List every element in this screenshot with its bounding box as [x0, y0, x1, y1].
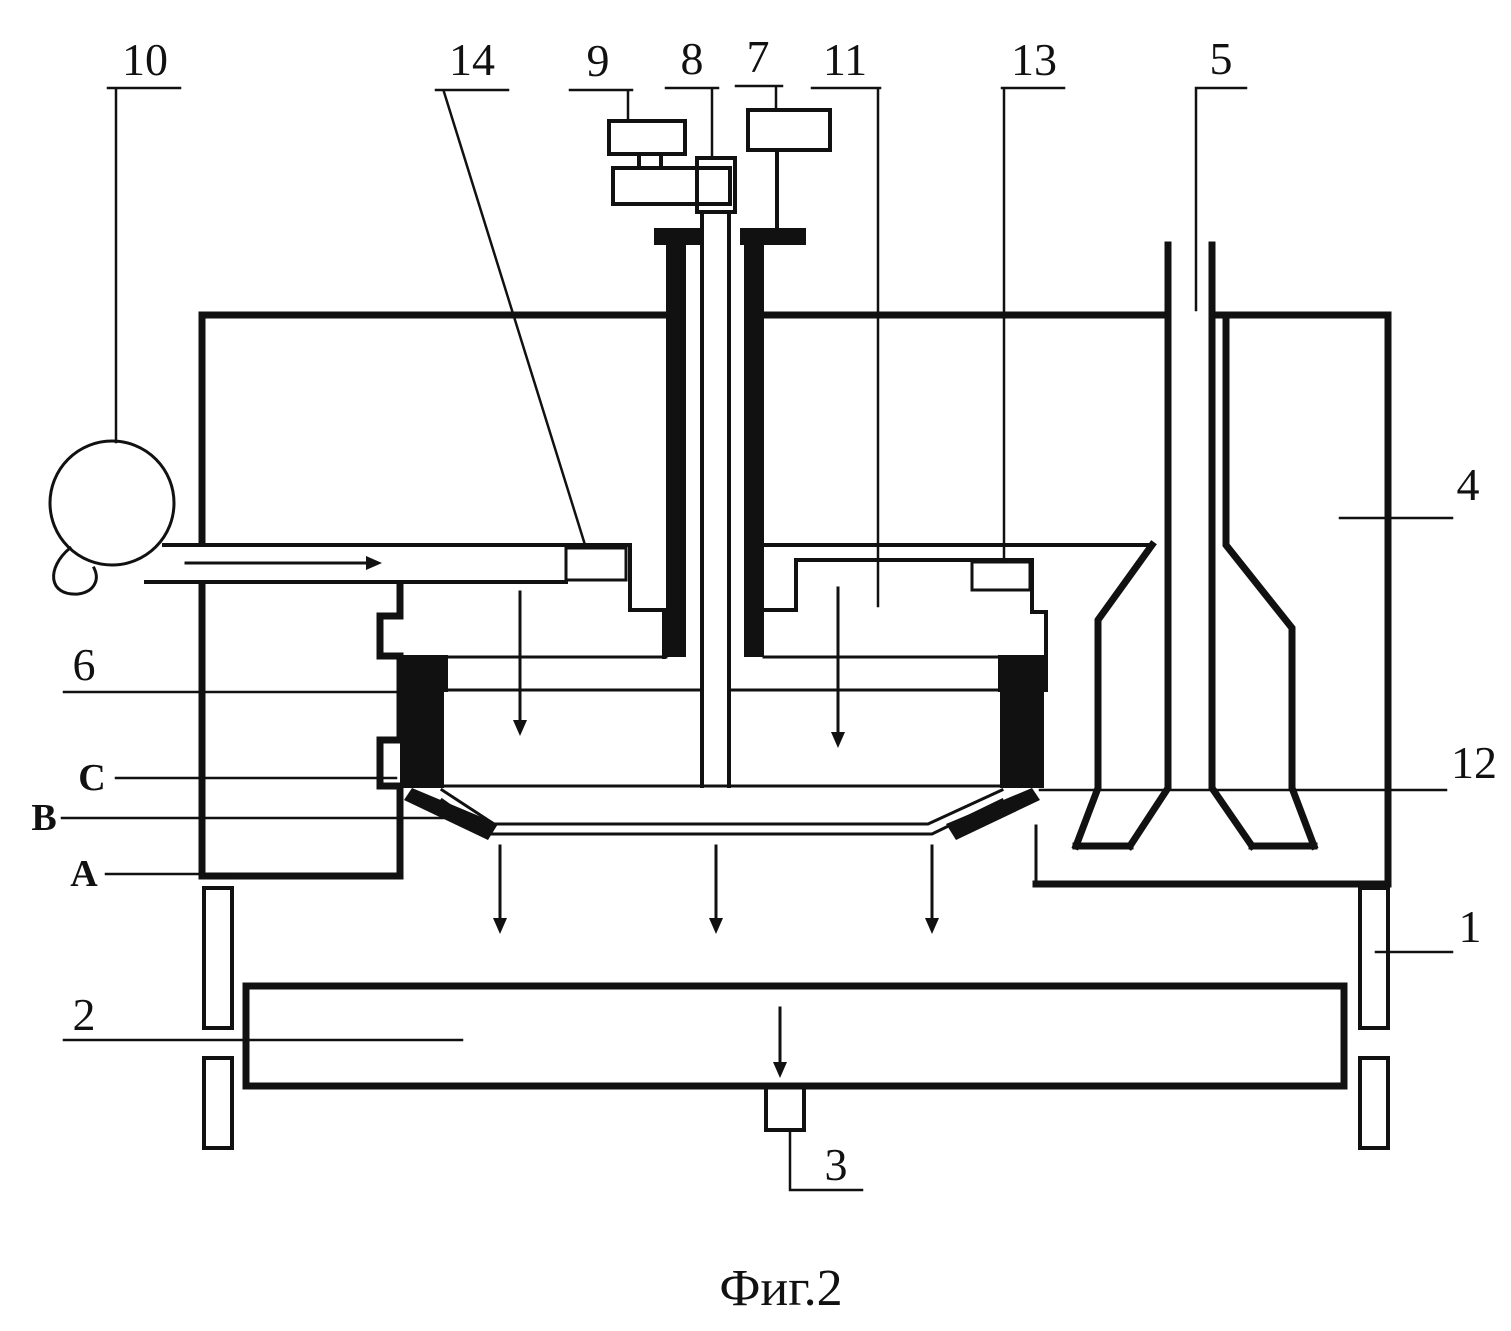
label-1: 1: [1459, 901, 1482, 952]
leader-10: [106, 86, 182, 444]
susceptor-left-band: [404, 788, 498, 840]
left-wall-bar-lower: [202, 1056, 234, 1150]
lower-plate-assembly: [242, 982, 1348, 1132]
leader-7: [734, 84, 784, 112]
flange9-rect: [607, 119, 687, 156]
insert14-rect: [564, 546, 628, 582]
label-14: 14: [449, 34, 495, 85]
label-13: 13: [1011, 34, 1057, 85]
outer-tube-cap-right: [740, 228, 806, 245]
figure-caption: Фиг.2: [719, 1260, 842, 1317]
down-arrow-lower-1-head: [493, 918, 507, 934]
tray-b-bottom: [439, 797, 1005, 836]
leader-9: [568, 88, 634, 123]
exhaust-tube5-left: [1125, 241, 1172, 851]
tube8-collar: [695, 156, 737, 214]
right-liner-assembly: [762, 543, 1154, 659]
label-zone-b: B: [31, 797, 56, 839]
leader-lines: [60, 84, 1454, 1192]
down-arrow-plate-head: [773, 1062, 787, 1078]
label-5: 5: [1210, 33, 1233, 84]
leader-11: [810, 86, 882, 608]
chamber-outline: [198, 241, 1392, 888]
susceptor-right-wedge: [998, 655, 1048, 692]
exhaust-tube5-right: [1208, 241, 1257, 851]
flange9-base: [611, 166, 732, 206]
lower-wall-segments: [202, 886, 1390, 1150]
label-9: 9: [587, 35, 610, 86]
block4-inner-profile: [1222, 311, 1319, 851]
label-10: 10: [122, 34, 168, 85]
label-zone-c: C: [78, 757, 105, 799]
down-arrow-lower-3-head: [925, 918, 939, 934]
label-6: 6: [73, 639, 96, 690]
gas-inlet-assembly: [48, 439, 666, 659]
central-injector-assembly: [607, 108, 832, 788]
left-inner-wall-notched: [376, 580, 404, 880]
flange9-neck: [637, 152, 663, 170]
susceptor-right-band: [946, 788, 1040, 840]
plate2-rect: [242, 982, 1348, 1090]
label-3: 3: [825, 1139, 848, 1190]
outer-tube-wall-left: [666, 245, 686, 657]
leader-8: [664, 86, 720, 160]
pump-tail: [52, 545, 98, 596]
exhaust-shroud-left: [1071, 540, 1157, 851]
inlet-flow-arrowhead: [366, 556, 382, 570]
label-12: 12: [1451, 737, 1497, 788]
leader-13: [1000, 86, 1066, 562]
flow-arrows: [184, 556, 939, 1078]
outer-tube-wall-right: [744, 245, 764, 657]
down-arrow-lower-2-head: [709, 918, 723, 934]
leader-14: [434, 88, 588, 550]
stub3-rect: [764, 1084, 806, 1132]
down-arrow-right-upper-head: [831, 732, 845, 748]
susceptor-right-bar: [1000, 692, 1044, 788]
down-arrow-left-upper-head: [513, 720, 527, 736]
label-4: 4: [1457, 459, 1480, 510]
label-8: 8: [681, 33, 704, 84]
label-11: 11: [823, 34, 867, 85]
left-wall-bar-upper: [202, 886, 234, 1030]
label-2: 2: [73, 989, 96, 1040]
leader-5: [1194, 86, 1248, 312]
insert13-rect: [970, 560, 1032, 592]
tray-b-top: [439, 787, 1004, 826]
pump-circle: [48, 439, 176, 567]
right-wall-bar-upper: [1358, 886, 1390, 1030]
reference-labels: 10 14 9 8 7 11 13 5 4 12 1 6 C B A 2 3 Ф…: [31, 31, 1497, 1317]
label-zone-a: A: [70, 853, 98, 895]
right-wall-bar-lower: [1358, 1056, 1390, 1150]
showerhead-susceptor: [398, 655, 1048, 840]
label-7: 7: [747, 31, 770, 82]
susceptor-left-bar: [400, 692, 444, 788]
inlet-channel-end-step: [628, 543, 666, 659]
outer-tube-cap-left: [654, 228, 702, 245]
right-liner-profile: [762, 558, 1048, 659]
fitting7-rect: [746, 108, 832, 152]
leader-3: [788, 1130, 864, 1192]
susceptor-left-wedge: [398, 655, 448, 692]
